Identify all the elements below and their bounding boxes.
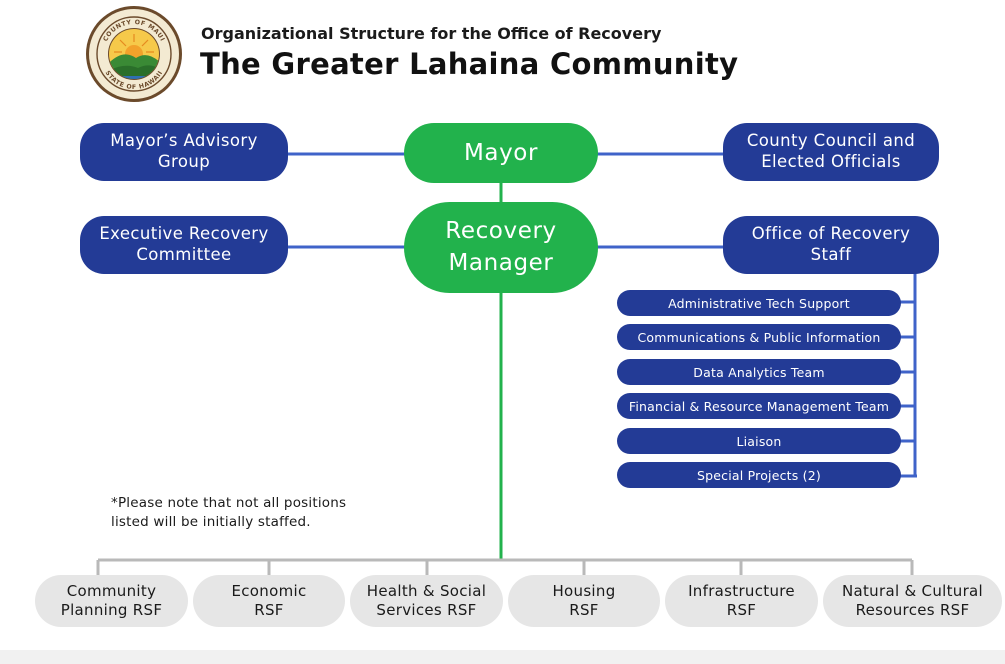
- node-label-line: County Council and: [746, 131, 916, 151]
- rsf-label-line: RSF: [726, 601, 757, 619]
- chart-subtitle: Organizational Structure for the Office …: [201, 24, 662, 43]
- staff-item-data-analytics: Data Analytics Team: [617, 359, 901, 385]
- bottom-strip: [0, 650, 1005, 664]
- chart-title: The Greater Lahaina Community: [200, 47, 739, 81]
- rsf-label-line: Economic: [231, 582, 307, 601]
- rsf-natural-cultural-resources: Natural & Cultural Resources RSF: [823, 575, 1002, 627]
- node-label-line: Office of Recovery: [751, 224, 911, 244]
- rsf-label-line: Infrastructure: [688, 582, 795, 601]
- rsf-health-social-services: Health & Social Services RSF: [350, 575, 503, 627]
- rsf-label-line: Resources RSF: [855, 601, 970, 619]
- staff-item-liaison: Liaison: [617, 428, 901, 454]
- node-label-line: Mayor: [463, 139, 539, 166]
- staff-item-special-projects: Special Projects (2): [617, 462, 901, 488]
- note-line: listed will be initially staffed.: [111, 513, 311, 530]
- note-line: *Please note that not all positions: [111, 495, 347, 511]
- rsf-label-line: Community: [66, 582, 157, 601]
- rsf-infrastructure: Infrastructure RSF: [665, 575, 818, 627]
- rsf-label-line: RSF: [254, 601, 284, 619]
- node-label-line: Manager: [448, 249, 554, 276]
- node-office-of-recovery-staff: Office of Recovery Staff: [723, 216, 939, 274]
- node-label-line: Elected Officials: [761, 152, 901, 171]
- rsf-economic: Economic RSF: [193, 575, 345, 627]
- rsf-community-planning: Community Planning RSF: [35, 575, 188, 627]
- rsf-label-line: Housing: [552, 582, 616, 601]
- staffing-note: *Please note that not all positions list…: [111, 494, 411, 532]
- staff-item-communications: Communications & Public Information: [617, 324, 901, 350]
- node-label-line: Committee: [136, 245, 232, 264]
- rsf-label-line: Health & Social: [366, 582, 487, 601]
- node-mayor: Mayor: [404, 123, 598, 183]
- node-executive-recovery-committee: Executive Recovery Committee: [80, 216, 288, 274]
- rsf-housing: Housing RSF: [508, 575, 660, 627]
- node-label-line: Recovery: [445, 218, 557, 245]
- rsf-label-line: Planning RSF: [60, 601, 163, 619]
- rsf-label-line: RSF: [569, 601, 599, 619]
- node-county-council: County Council and Elected Officials: [723, 123, 939, 181]
- node-label-line: Executive Recovery: [99, 224, 269, 244]
- staff-item-admin-tech-support: Administrative Tech Support: [617, 290, 901, 316]
- node-label-line: Group: [157, 152, 211, 171]
- staff-item-financial-resource: Financial & Resource Management Team: [617, 393, 901, 419]
- rsf-label-line: Natural & Cultural: [841, 582, 984, 601]
- node-label-line: Staff: [810, 245, 852, 264]
- node-recovery-manager: Recovery Manager: [404, 202, 598, 293]
- rsf-label-line: Services RSF: [376, 601, 477, 619]
- node-label-line: Mayor’s Advisory: [110, 131, 258, 151]
- county-seal-logo: COUNTY OF MAUI STATE OF HAWAII: [86, 6, 182, 102]
- node-mayors-advisory-group: Mayor’s Advisory Group: [80, 123, 288, 181]
